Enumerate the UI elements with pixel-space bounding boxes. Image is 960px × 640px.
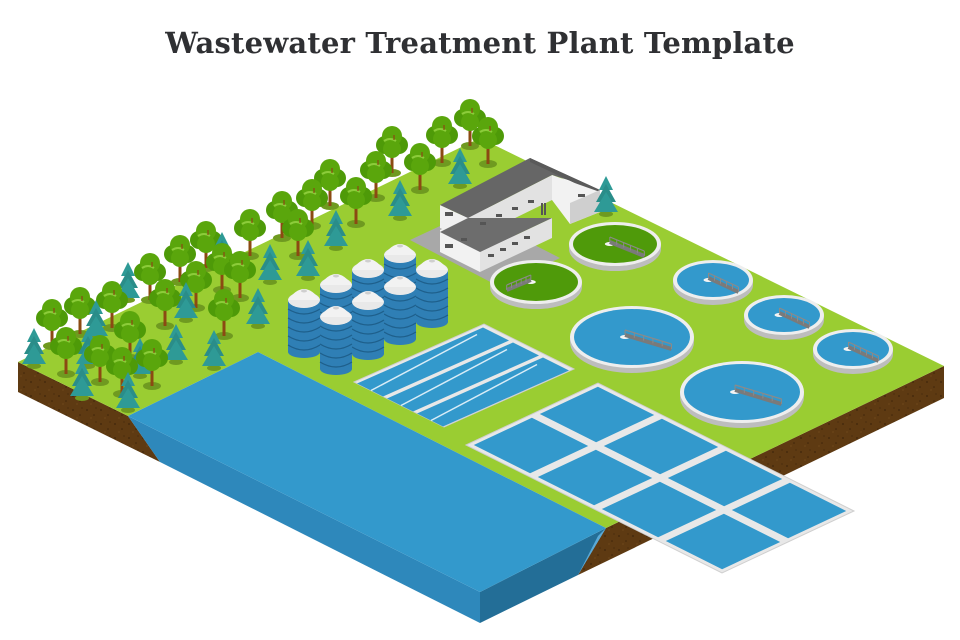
sedimentation-cell	[603, 418, 719, 475]
clarifier-bridge-icon	[703, 272, 740, 294]
deciduous-tree-icon	[314, 159, 346, 210]
pine-tree-icon	[22, 328, 46, 369]
sedimentation-cell	[539, 386, 655, 443]
silo-icon	[287, 289, 321, 358]
pine-tree-icon	[164, 324, 188, 365]
pine-tree-icon	[174, 282, 198, 323]
aeration-lane	[357, 327, 509, 397]
office-building	[410, 158, 600, 287]
river-bank-right	[578, 528, 606, 575]
forest	[22, 99, 618, 413]
pine-tree-icon	[202, 330, 226, 371]
sedimentation-cell	[667, 450, 783, 507]
sedimentation-cell	[473, 417, 589, 474]
deciduous-tree-icon	[208, 289, 240, 340]
pine-tree-icon	[258, 244, 282, 285]
clarifiers	[490, 222, 893, 428]
aeration-lane	[387, 342, 539, 412]
primary-clarifier	[490, 260, 582, 309]
deciduous-tree-icon	[360, 151, 392, 202]
silo-icon	[383, 276, 417, 345]
deciduous-tree-icon	[134, 253, 166, 304]
secondary-clarifier	[570, 306, 694, 373]
silo-icon	[351, 291, 385, 360]
primary-clarifier	[569, 222, 661, 271]
pine-tree-icon	[388, 180, 412, 221]
aeration-lane	[417, 357, 569, 427]
clarifier-bridge-icon	[620, 329, 673, 351]
sedimentation-frame	[464, 382, 856, 574]
deciduous-tree-icon	[84, 335, 116, 386]
clarifier-bridge-icon	[774, 307, 811, 329]
soil-left-face	[18, 362, 160, 462]
sedimentation-cell	[537, 449, 653, 506]
pine-tree-icon	[324, 210, 348, 251]
sedimentation-cell	[665, 513, 781, 570]
deciduous-tree-icon	[114, 311, 146, 362]
deciduous-tree-icon	[224, 251, 256, 302]
sedimentation-basins	[464, 382, 856, 574]
deciduous-tree-icon	[36, 299, 68, 350]
secondary-clarifier	[744, 295, 824, 340]
silo-icon	[415, 259, 449, 328]
pine-tree-icon	[296, 240, 320, 281]
deciduous-tree-icon	[234, 209, 266, 260]
page-title: Wastewater Treatment Plant Template	[165, 26, 795, 60]
silo-icon	[319, 306, 353, 375]
pine-tree-icon	[594, 176, 618, 217]
river-side-right	[480, 528, 606, 623]
secondary-clarifier	[673, 260, 753, 305]
deciduous-tree-icon	[404, 143, 436, 194]
pine-tree-icon	[84, 300, 108, 341]
secondary-clarifier	[813, 329, 893, 374]
river-side-left	[128, 416, 480, 623]
pine-tree-icon	[70, 360, 94, 401]
clarifier-bridge-icon	[843, 341, 880, 363]
deciduous-tree-icon	[136, 339, 168, 390]
building-lower-wall-left	[440, 232, 480, 272]
deciduous-tree-icon	[472, 117, 504, 168]
building-roof-lower	[440, 218, 552, 252]
clarifier-bridge-icon	[730, 384, 783, 406]
clarifier-bridge-icon	[604, 236, 646, 258]
sedimentation-cell	[731, 482, 847, 539]
building-windows	[445, 194, 585, 257]
clarifier-bridge-icon	[505, 274, 536, 292]
deciduous-tree-icon	[296, 179, 328, 230]
deciduous-tree-icon	[340, 177, 372, 228]
pine-tree-icon	[116, 372, 140, 413]
deciduous-tree-icon	[106, 347, 138, 398]
secondary-clarifier	[680, 361, 804, 428]
aeration-basins	[352, 323, 576, 428]
deciduous-tree-icon	[426, 116, 458, 167]
deciduous-tree-icon	[50, 327, 82, 378]
storage-tanks	[287, 244, 449, 375]
river-surface	[128, 352, 606, 592]
deciduous-tree-icon	[149, 279, 181, 330]
sedimentation-cell	[601, 481, 717, 538]
river	[128, 352, 606, 623]
pine-tree-icon	[448, 148, 472, 189]
pine-tree-icon	[246, 288, 270, 329]
